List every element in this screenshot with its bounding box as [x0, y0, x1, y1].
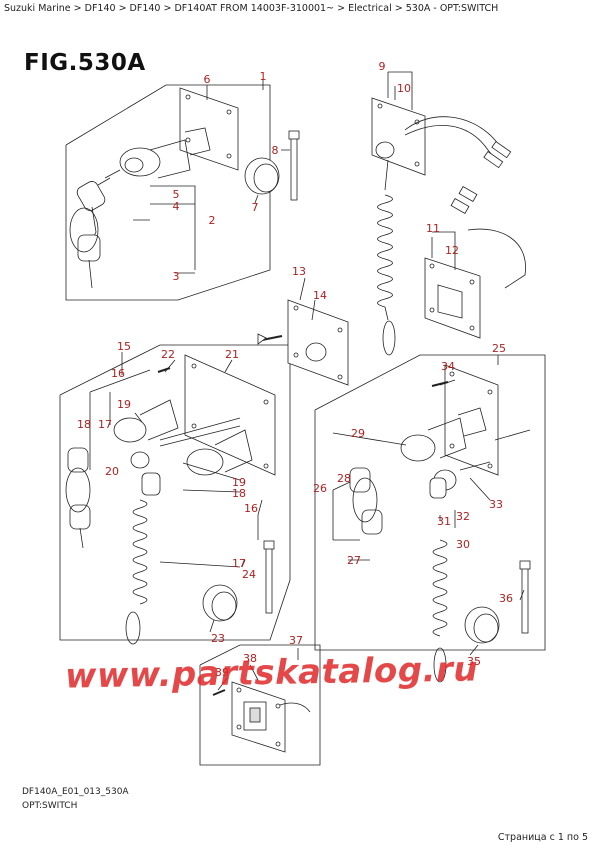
breadcrumb[interactable]: Suzuki Marine > DF140 > DF140 > DF140AT …: [4, 3, 499, 14]
key-group25-2: [361, 509, 383, 535]
callout-11[interactable]: 11: [426, 222, 440, 235]
callout-20[interactable]: 20: [105, 465, 119, 478]
callout-14[interactable]: 14: [313, 289, 327, 302]
figure-title: FIG.530A: [24, 50, 146, 76]
switch-cap-2: [202, 584, 238, 622]
callout-12[interactable]: 12: [445, 244, 459, 257]
cable-tie-2: [265, 544, 273, 614]
group-frame-1: [65, 84, 271, 301]
callout-30[interactable]: 30: [456, 538, 470, 551]
callout-29[interactable]: 29: [351, 427, 365, 440]
callout-6[interactable]: 6: [204, 73, 211, 86]
callout-16[interactable]: 16: [111, 367, 125, 380]
callout-labels: 1234567891011121314151616171718181919202…: [77, 60, 513, 679]
lanyard-coil-2: [132, 499, 148, 605]
callout-18[interactable]: 18: [232, 487, 246, 500]
callout-5[interactable]: 5: [173, 188, 180, 201]
switch-cap: [244, 157, 280, 195]
callout-17[interactable]: 17: [98, 418, 112, 431]
callout-22[interactable]: 22: [161, 348, 175, 361]
callout-33[interactable]: 33: [489, 498, 503, 511]
callout-36[interactable]: 36: [499, 592, 513, 605]
callout-3[interactable]: 3: [173, 270, 180, 283]
callout-18[interactable]: 18: [77, 418, 91, 431]
callout-17[interactable]: 17: [232, 557, 246, 570]
callout-31[interactable]: 31: [437, 515, 451, 528]
callout-34[interactable]: 34: [441, 360, 455, 373]
callout-28[interactable]: 28: [337, 472, 351, 485]
cable-tie-1: [290, 133, 298, 201]
callout-21[interactable]: 21: [225, 348, 239, 361]
callout-23[interactable]: 23: [211, 632, 225, 645]
lanyard-switch-plate: [371, 97, 426, 176]
lanyard-coil-3: [432, 539, 448, 637]
callout-13[interactable]: 13: [292, 265, 306, 278]
callout-1[interactable]: 1: [260, 70, 267, 83]
dual-switch-plate: [184, 354, 276, 476]
page-indicator: Страница с 1 по 5: [497, 832, 588, 843]
callout-32[interactable]: 32: [456, 510, 470, 523]
callout-4[interactable]: 4: [173, 200, 180, 213]
callout-24[interactable]: 24: [242, 568, 256, 581]
ignition-switch-body: [119, 147, 161, 177]
lanyard-coil-1: [377, 194, 393, 308]
callout-7[interactable]: 7: [252, 201, 259, 214]
callout-16[interactable]: 16: [244, 502, 258, 515]
cable-tie-3: [521, 564, 529, 634]
small-switch-plate: [287, 299, 349, 386]
key-group15-1: [67, 447, 89, 473]
key-ring: [69, 207, 99, 253]
callout-9[interactable]: 9: [379, 60, 386, 73]
group-frame-15: [59, 344, 291, 641]
dual-switch-plate-2: [444, 364, 499, 476]
callout-38[interactable]: 38: [243, 652, 257, 665]
watermark-text: www.partskatalog.ru: [64, 649, 479, 697]
callout-27[interactable]: 27: [347, 554, 361, 567]
callout-35[interactable]: 35: [467, 655, 481, 668]
callout-15[interactable]: 15: [117, 340, 131, 353]
callout-10[interactable]: 10: [397, 82, 411, 95]
callout-8[interactable]: 8: [272, 144, 279, 157]
callout-25[interactable]: 25: [492, 342, 506, 355]
callout-26[interactable]: 26: [313, 482, 327, 495]
ignition-key-1: [76, 181, 106, 211]
switch-cap-3: [464, 606, 500, 644]
key-group15-2: [69, 504, 91, 530]
callout-19[interactable]: 19: [232, 476, 246, 489]
switch-panel-plate: [179, 87, 239, 171]
figure-caption: OPT:SWITCH: [22, 801, 78, 811]
callout-2[interactable]: 2: [209, 214, 216, 227]
group-frame-37: [199, 644, 321, 766]
callout-19[interactable]: 19: [117, 398, 131, 411]
callout-37[interactable]: 37: [289, 634, 303, 647]
group-frame-25: [314, 354, 546, 651]
figure-code: DF140A_E01_013_530A: [22, 787, 129, 797]
callout-39[interactable]: 39: [215, 666, 229, 679]
